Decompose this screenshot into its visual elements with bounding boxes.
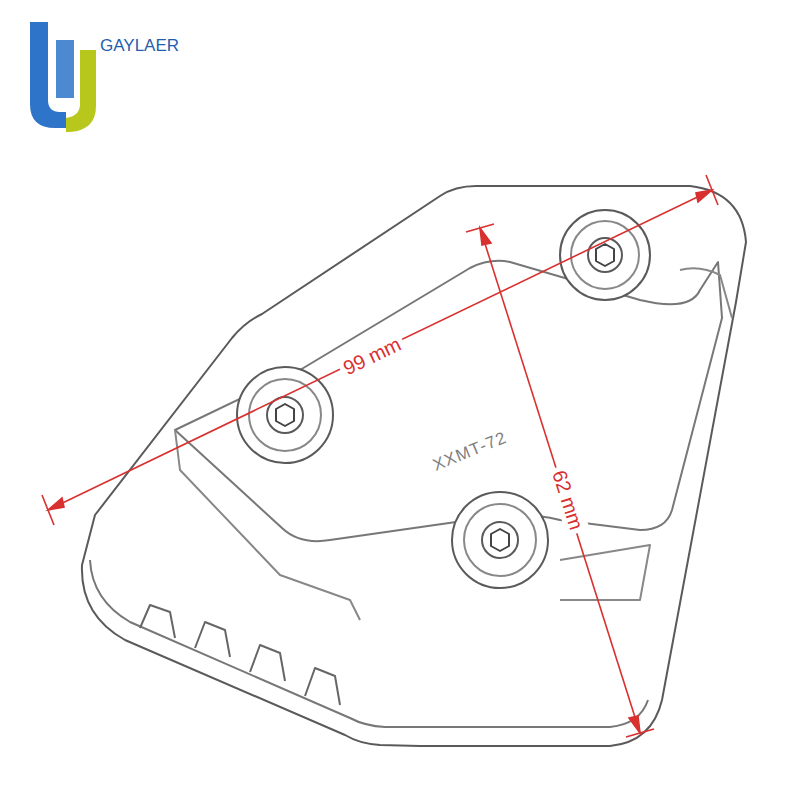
- brand-name: GAYLAER: [96, 36, 183, 57]
- bolt: [560, 210, 650, 300]
- bolt: [452, 492, 548, 588]
- dimension-lines: [42, 175, 718, 737]
- bolt: [237, 367, 333, 463]
- brand-logo: [30, 22, 96, 132]
- side-stand-pad: [82, 186, 746, 746]
